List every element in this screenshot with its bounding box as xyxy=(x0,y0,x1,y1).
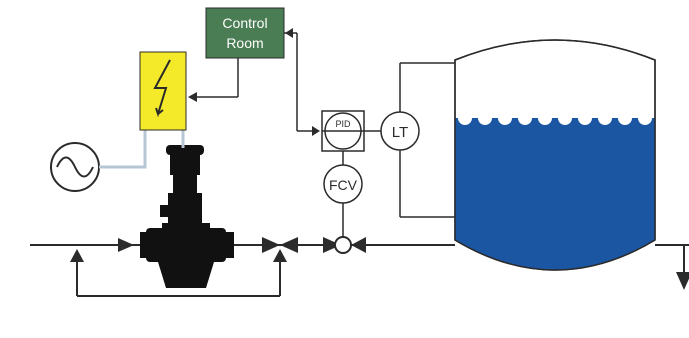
lt-label: LT xyxy=(392,124,408,141)
control-signal-line xyxy=(196,58,239,98)
sine-wave-icon xyxy=(50,142,100,192)
lightning-bolt-icon xyxy=(153,59,171,118)
outlet-arrow xyxy=(676,272,689,290)
power-cable xyxy=(99,130,147,169)
storage-tank xyxy=(454,39,656,271)
bypass-loop xyxy=(76,258,281,297)
electrical-panel xyxy=(139,51,187,131)
control-room-label-line1: Control xyxy=(222,15,267,31)
pid-signal-line xyxy=(284,32,312,132)
level-transmitter: LT xyxy=(380,111,420,151)
tank-liquid xyxy=(455,118,655,270)
inlet-arrow xyxy=(118,238,134,252)
signal-arrow-pid xyxy=(312,126,320,136)
lt-impulse-lines xyxy=(399,62,455,218)
fcv-label: FCV xyxy=(329,177,358,193)
bypass-return-arrow xyxy=(273,249,287,262)
signal-arrow-control-room xyxy=(285,28,293,38)
flow-control-valve: FCV xyxy=(323,164,363,204)
control-room-label-line2: Room xyxy=(226,35,263,51)
check-valve-2 xyxy=(323,237,341,253)
check-valve-1 xyxy=(262,237,298,253)
pid-label: PID xyxy=(335,119,351,129)
control-room: Control Room xyxy=(205,7,285,59)
pid-controller: PID xyxy=(321,110,365,152)
vertical-pump-icon xyxy=(140,145,234,288)
liquid-wave-crests xyxy=(458,111,652,125)
control-valve-icon xyxy=(334,236,366,254)
bypass-arrow-up xyxy=(70,249,84,262)
signal-arrow-panel xyxy=(188,92,197,102)
